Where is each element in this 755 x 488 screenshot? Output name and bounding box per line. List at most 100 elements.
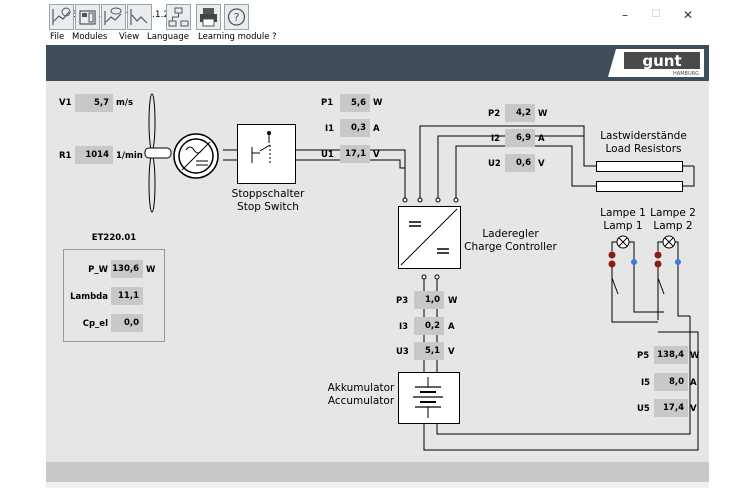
menu-learning-module[interactable]: Learning module xyxy=(198,32,270,42)
lamp1-caption-en: Lamp 1 xyxy=(603,220,643,232)
charge-controller xyxy=(398,206,461,269)
p2-unit: W xyxy=(538,109,548,119)
u3-value: 5,1 xyxy=(414,342,444,360)
p5-unit: W xyxy=(690,351,700,361)
i5-unit: A xyxy=(690,378,697,388)
maximize-button[interactable]: ☐ xyxy=(651,9,661,20)
r1-value: 1014 xyxy=(75,146,113,164)
accumulator-caption-de: Akkumulator xyxy=(327,382,395,394)
load-resistors-caption-de: Lastwiderstände xyxy=(600,130,687,142)
u2-value: 0,6 xyxy=(505,154,535,172)
charge-controller-caption-de: Laderegler xyxy=(482,228,539,240)
lamp2-icon xyxy=(657,235,679,259)
cpel-label: Cp_el xyxy=(82,319,108,329)
help-icon: ? xyxy=(227,8,246,26)
p5-label: P5 xyxy=(637,351,650,361)
menu-help[interactable]: ? xyxy=(272,32,277,42)
load-resistors-caption-en: Load Resistors xyxy=(605,143,682,155)
title-bar xyxy=(46,0,709,31)
u1-unit: V xyxy=(373,150,380,160)
diagram-canvas xyxy=(46,81,709,462)
chart-line-icon xyxy=(130,9,148,25)
p2-value: 4,2 xyxy=(505,104,535,122)
chart-view-button[interactable] xyxy=(101,4,126,30)
lamp1-caption-de: Lampe 1 xyxy=(600,207,646,219)
lamp1-red-terminal-icon-2 xyxy=(608,260,616,268)
network-icon xyxy=(168,7,189,27)
logo-text: gunt xyxy=(642,52,681,70)
lambda-value: 11,1 xyxy=(111,287,143,305)
print-icon xyxy=(200,8,217,27)
p3-unit: W xyxy=(448,296,458,306)
print-button[interactable] xyxy=(196,4,221,30)
i1-label: I1 xyxy=(325,124,335,134)
generator-icon xyxy=(173,133,219,179)
load-resistor-1 xyxy=(596,161,683,172)
i2-value: 6,9 xyxy=(505,129,535,147)
menu-language[interactable]: Language xyxy=(147,32,189,42)
chart-time-icon xyxy=(52,7,71,25)
lamp2-red-terminal-icon xyxy=(654,251,662,259)
u5-unit: V xyxy=(690,404,697,414)
i5-label: I5 xyxy=(641,378,651,388)
lamp1-red-terminal-icon xyxy=(608,251,616,259)
lamp2-red-terminal-icon-2 xyxy=(654,260,662,268)
i2-label: I2 xyxy=(491,134,501,144)
i1-value: 0,3 xyxy=(340,119,370,137)
chart-line-button[interactable] xyxy=(127,4,152,30)
i3-label: I3 xyxy=(399,322,409,332)
u3-label: U3 xyxy=(396,347,409,357)
battery-icon xyxy=(413,377,443,418)
u3-unit: V xyxy=(448,347,455,357)
p1-label: P1 xyxy=(321,98,334,108)
lamp2-caption-de: Lampe 2 xyxy=(650,207,696,219)
r1-unit: 1/min xyxy=(116,151,143,161)
r1-label: R1 xyxy=(59,151,72,161)
p1-unit: W xyxy=(373,98,383,108)
p1-value: 5,6 xyxy=(340,94,370,112)
chart-time-button[interactable] xyxy=(49,4,74,30)
lamps-symbols xyxy=(608,235,681,268)
status-bar xyxy=(46,462,709,482)
close-button[interactable]: ✕ xyxy=(682,8,694,22)
load-resistor-2 xyxy=(596,181,683,192)
dc-converter-icon xyxy=(400,208,458,266)
v1-label: V1 xyxy=(59,98,72,108)
v1-value: 5,7 xyxy=(75,94,113,112)
i2-unit: A xyxy=(538,134,545,144)
menu-view[interactable]: View xyxy=(119,32,140,42)
lamp2-blue-terminal-icon xyxy=(675,259,681,265)
p3-label: P3 xyxy=(396,296,409,306)
lamp1-icon xyxy=(611,235,635,259)
p3-value: 1,0 xyxy=(414,291,444,309)
i5-value: 8,0 xyxy=(654,373,688,391)
cpel-value: 0,0 xyxy=(111,314,143,332)
pw-value: 130,6 xyxy=(111,260,143,278)
u2-label: U2 xyxy=(488,159,501,169)
chart-view-icon xyxy=(104,7,122,25)
minimize-button[interactable]: – xyxy=(622,8,628,22)
menu-bar: File Modules View Language Learning modu… xyxy=(46,31,709,45)
stop-switch[interactable] xyxy=(237,124,296,184)
p2-label: P2 xyxy=(488,109,501,119)
stop-switch-caption-en: Stop Switch xyxy=(237,201,299,213)
accumulator-caption-en: Accumulator xyxy=(327,395,395,407)
lamp2-caption-en: Lamp 2 xyxy=(653,220,693,232)
help-button[interactable]: ? xyxy=(224,4,249,30)
switch-icon xyxy=(251,131,271,165)
u1-value: 17,1 xyxy=(340,145,370,163)
p5-value: 138,4 xyxy=(654,346,688,364)
gunt-logo: gunt HAMBURG xyxy=(608,49,704,77)
dashboard-icon xyxy=(79,10,96,25)
accumulator xyxy=(398,372,460,424)
u5-value: 17,4 xyxy=(654,399,688,417)
panel-title: ET220.01 xyxy=(91,233,137,243)
network-button[interactable] xyxy=(166,4,191,30)
menu-modules[interactable]: Modules xyxy=(72,32,108,42)
menu-file[interactable]: File xyxy=(50,32,65,42)
i3-unit: A xyxy=(448,322,455,332)
et22001-panel xyxy=(63,249,165,342)
svg-text:?: ? xyxy=(234,11,240,24)
dashboard-button[interactable] xyxy=(75,4,100,30)
wind-turbine-rotor xyxy=(144,93,172,213)
